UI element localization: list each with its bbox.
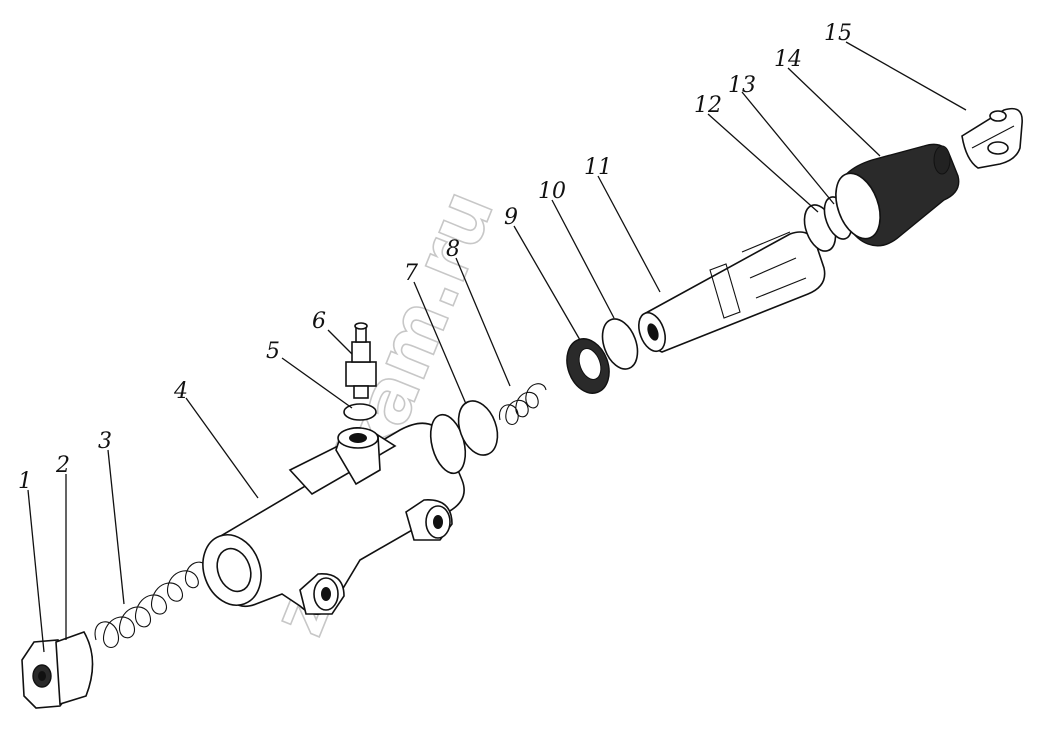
callout-14: 14	[774, 47, 802, 72]
callout-9: 9	[504, 205, 518, 230]
part-10-ring	[601, 318, 639, 370]
part-11-piston	[638, 231, 826, 353]
callout-13: 13	[728, 73, 756, 98]
callout-5: 5	[266, 339, 280, 364]
part-9-cup-seal	[566, 338, 610, 394]
leader-lines	[27, 41, 967, 653]
callout-1: 1	[18, 469, 32, 494]
callout-4: 4	[173, 379, 188, 404]
callout-3: 3	[98, 429, 112, 454]
part-7-sealing-ring	[457, 400, 499, 456]
part-3-spring	[94, 561, 205, 649]
callouts: 1 2 3 4 5 6 7 8 9 10 11 12 13 14 15	[18, 21, 852, 494]
callout-8: 8	[446, 237, 460, 262]
callout-6: 6	[312, 309, 326, 334]
part-2-threaded-sleeve	[55, 631, 94, 706]
part-6-bleed-valve	[345, 322, 377, 399]
callout-11: 11	[584, 155, 612, 180]
callout-7: 7	[404, 261, 418, 286]
callout-12: 12	[694, 93, 722, 118]
part-14-boot	[835, 143, 960, 247]
callout-2: 2	[55, 453, 70, 478]
callout-10: 10	[538, 179, 566, 204]
callout-15: 15	[824, 21, 852, 46]
part-15-clevis	[961, 107, 1023, 169]
part-8-piston-spring	[498, 383, 547, 426]
part-4-cylinder-body	[202, 413, 467, 615]
